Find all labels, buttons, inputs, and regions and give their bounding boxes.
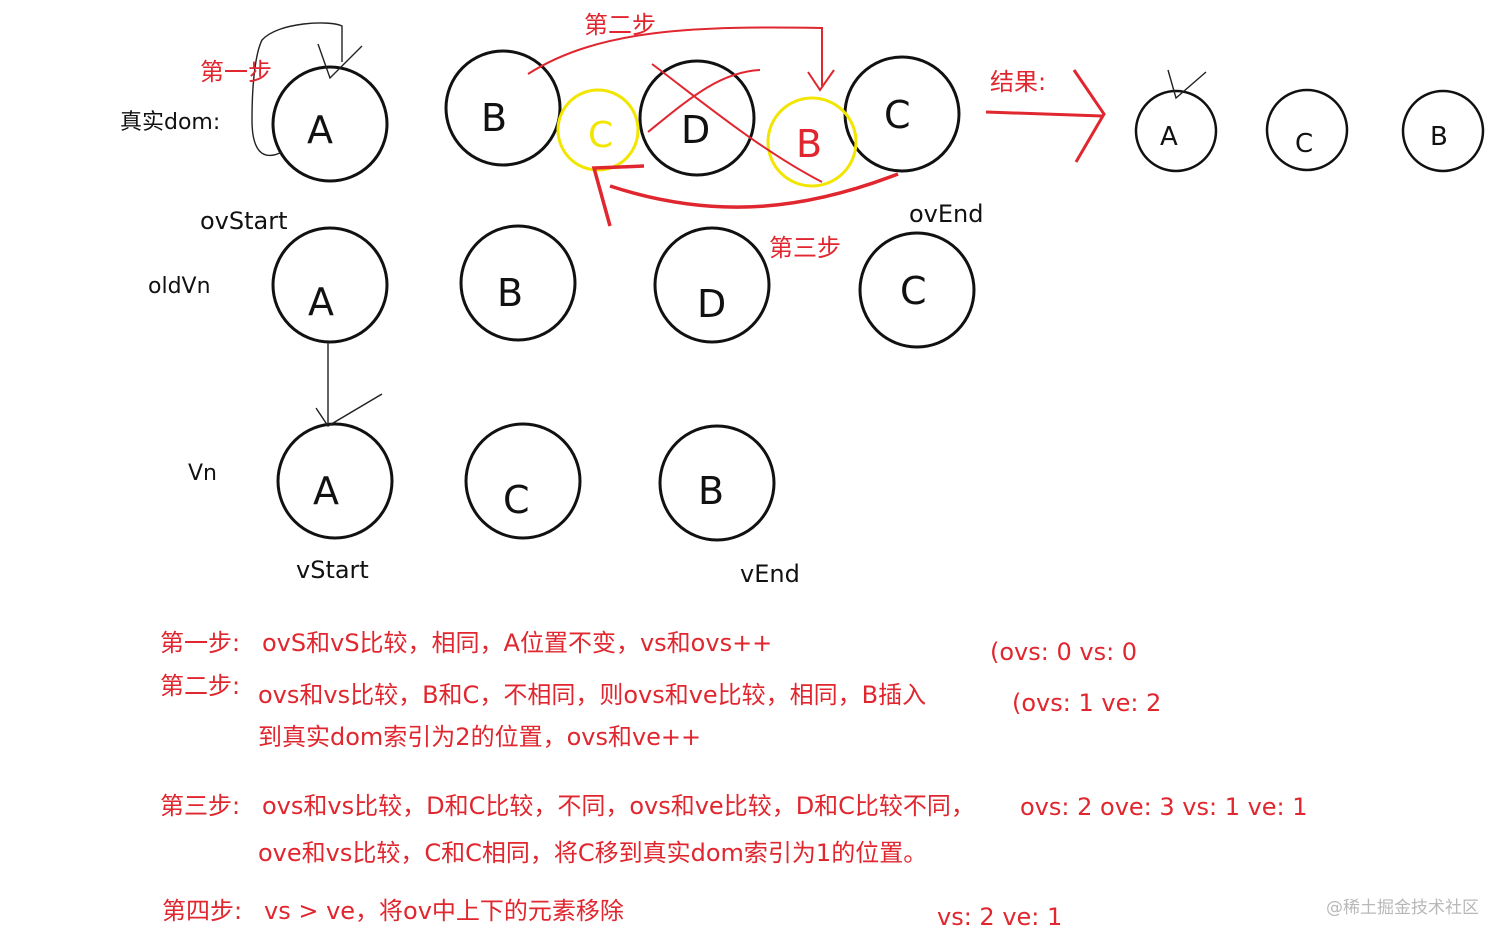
watermark: @稀土掘金技术社区	[1326, 898, 1479, 918]
real-dom-node-5-letter: B	[796, 122, 823, 166]
pointer-old-end: ovEnd	[909, 200, 984, 228]
annotation-step3: 第三步	[769, 234, 841, 262]
real-dom-node-5	[766, 96, 858, 188]
step2-label: 第二步:	[160, 672, 241, 700]
pointer-old-start: ovStart	[200, 207, 288, 235]
real-dom-node-4-letter: D	[681, 108, 711, 152]
result-node-1	[1134, 89, 1218, 173]
step4-label: 第四步:	[162, 897, 243, 925]
result-node-2	[1265, 88, 1349, 172]
arrowhead-icon	[591, 164, 645, 227]
step1-text: ovS和vS比较，相同，A位置不变，vs和ovs++	[262, 629, 773, 657]
step3-state: ovs: 2 ove: 3 vs: 1 ve: 1	[1020, 793, 1308, 821]
old-vnode-2	[459, 224, 577, 342]
annotation-step2: 第二步	[584, 11, 656, 39]
result-node-3-letter: B	[1430, 122, 1448, 152]
result-node-1-letter: A	[1160, 122, 1178, 152]
real-dom-node-2-letter: B	[481, 96, 508, 140]
step2-state: (ovs: 1 ve: 2	[1012, 689, 1162, 717]
step3-arrow	[609, 172, 899, 209]
old-vnode-1	[271, 226, 389, 344]
cross-mark-icon	[647, 69, 761, 133]
new-vnode-3	[658, 424, 776, 542]
step3-label: 第三步:	[160, 792, 241, 820]
old-vnode-4-letter: C	[900, 269, 927, 313]
arrowhead-icon	[317, 43, 363, 80]
step2-text-line1: ovs和vs比较，B和C，不相同，则ovs和ve比较，相同，B插入	[258, 681, 927, 709]
old-vnode-3	[653, 226, 771, 344]
result-arrow	[985, 110, 1103, 118]
step3-text-line1: ovs和vs比较，D和C比较，不同，ovs和ve比较，D和C比较不同，	[262, 792, 975, 820]
arrowhead-icon	[1072, 69, 1106, 163]
real-dom-node-1-letter: A	[307, 108, 333, 152]
result-arrowhead-icon	[1167, 69, 1207, 100]
step3-text-line2: ove和vs比较，C和C相同，将C移到真实dom索引为1的位置。	[258, 839, 928, 867]
result-node-2-letter: C	[1295, 129, 1314, 159]
vnode-label: Vn	[188, 461, 217, 486]
real-dom-node-2	[444, 49, 562, 167]
arrowhead-icon	[807, 69, 835, 92]
real-dom-node-1	[271, 65, 389, 183]
result-node-3	[1401, 89, 1485, 173]
new-vnode-1	[276, 422, 394, 540]
arrowhead-icon	[315, 393, 383, 427]
annotation-step1: 第一步	[200, 58, 272, 86]
step4-text: vs > ve，将ov中上下的元素移除	[264, 897, 624, 925]
new-vnode-1-letter: A	[313, 469, 339, 513]
real-dom-node-6-letter: C	[884, 93, 911, 137]
new-vnode-2-letter: C	[503, 478, 530, 522]
step1-state: (ovs: 0 vs: 0	[990, 638, 1138, 666]
pointer-new-start: vStart	[296, 556, 369, 584]
old-vnode-1-letter: A	[308, 280, 334, 324]
step1-label: 第一步:	[160, 629, 241, 657]
real-dom-node-3	[556, 88, 640, 172]
step1-loop-arrow	[251, 22, 343, 157]
result-label: 结果:	[990, 68, 1047, 96]
step4-state: vs: 2 ve: 1	[937, 903, 1063, 931]
old-vnode-4	[858, 231, 976, 349]
new-vnode-2	[464, 422, 582, 540]
old-vnode-label: oldVn	[148, 274, 211, 299]
real-dom-label: 真实dom:	[120, 110, 221, 135]
pointer-new-end: vEnd	[740, 560, 800, 588]
real-dom-node-4	[638, 59, 756, 177]
real-dom-node-3-letter: C	[588, 115, 614, 156]
step2-text-line2: 到真实dom索引为2的位置，ovs和ve++	[258, 723, 702, 751]
step2-arrow	[527, 26, 823, 86]
old-vnode-2-letter: B	[497, 271, 524, 315]
new-vnode-3-letter: B	[698, 469, 725, 513]
old-vnode-3-letter: D	[697, 282, 727, 326]
cross-mark-icon	[651, 63, 823, 183]
